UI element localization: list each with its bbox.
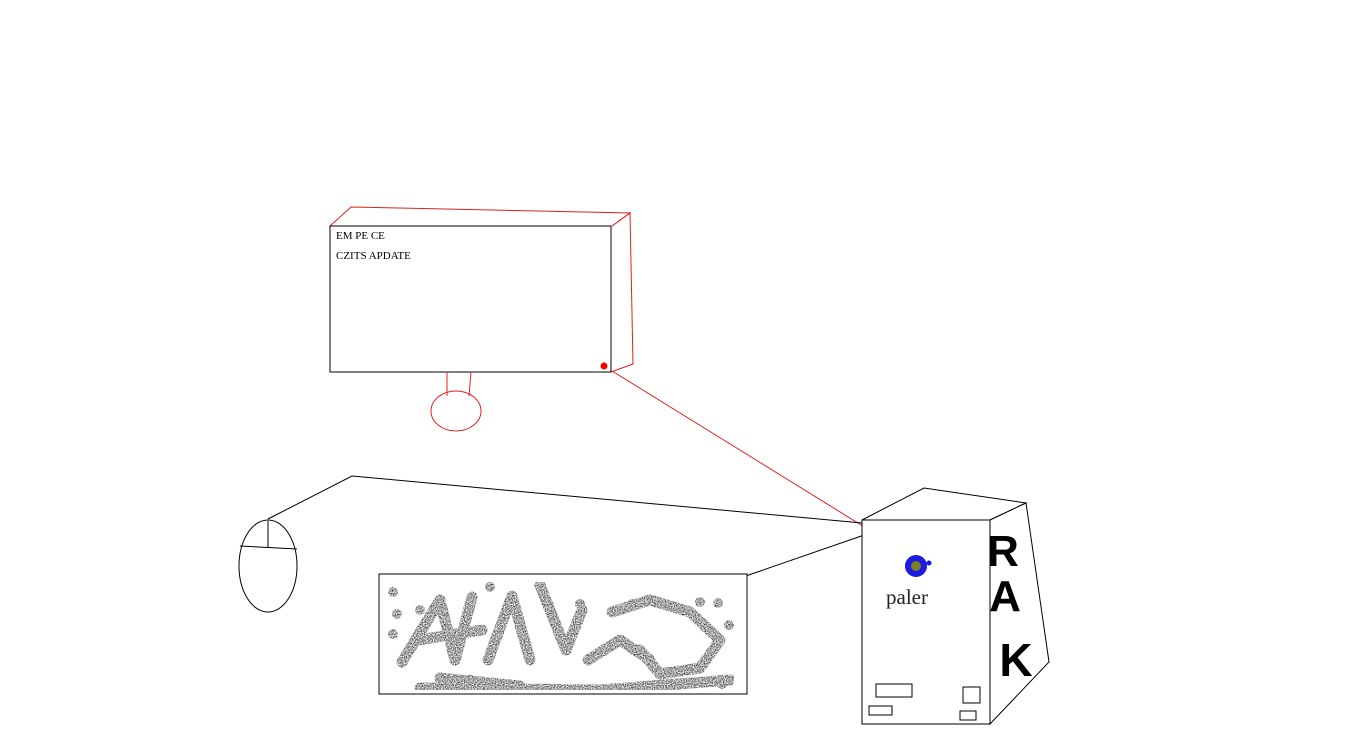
- mouse-icon: [238, 519, 298, 613]
- keyboard-keys-scribble: [388, 579, 736, 696]
- tower-side-letters: R A K: [987, 527, 1033, 686]
- monitor-top-edge: [329, 206, 632, 227]
- keyboard-cable: [739, 532, 871, 579]
- monitor-screen-line: EM PE CE: [336, 230, 385, 242]
- side-letter: K: [999, 634, 1032, 686]
- power-led-icon: [600, 362, 608, 370]
- mouse-button-divider: [239, 545, 298, 550]
- monitor-screen: [329, 225, 612, 373]
- side-letter: R: [987, 527, 1019, 576]
- tower-logo-icon: [905, 555, 932, 577]
- pc-tower-icon: R A K: [861, 487, 1050, 726]
- monitor-stand-right: [468, 371, 472, 397]
- drive-bay-1: [875, 683, 913, 698]
- monitor-cable: [611, 370, 867, 529]
- monitor-icon: [329, 206, 634, 432]
- drive-bay-2: [868, 705, 893, 716]
- monitor-screen-line: CZITS APDATE: [336, 250, 411, 262]
- side-letter: A: [989, 572, 1021, 621]
- monitor-base: [430, 390, 482, 432]
- tower-label: paler: [886, 585, 928, 609]
- keyboard-icon: [378, 573, 748, 696]
- mouse-cable: [267, 475, 863, 524]
- reset-button: [959, 710, 977, 721]
- tower-front: [861, 519, 991, 725]
- power-button: [962, 686, 981, 704]
- monitor-side-edge: [610, 212, 634, 373]
- mouse-body: [238, 519, 298, 613]
